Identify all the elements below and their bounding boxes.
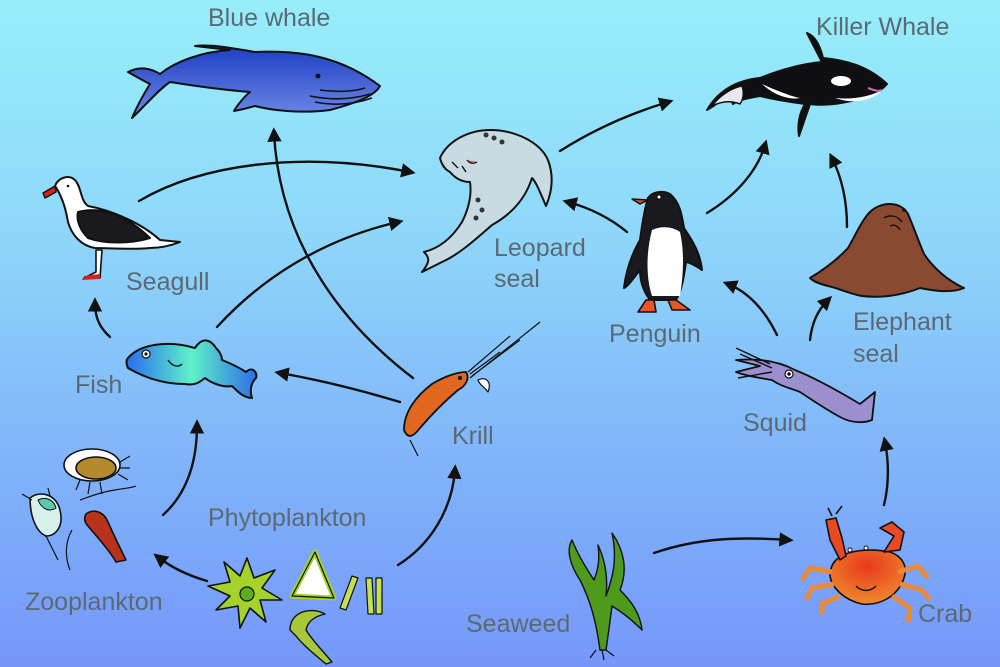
killer-whale-icon [706, 32, 888, 137]
arrow-fish-to-leopard-seal [215, 216, 404, 329]
label-blue-whale: Blue whale [208, 4, 331, 32]
arrow-krill-to-blue-whale [267, 127, 415, 380]
label-crab: Crab [918, 600, 973, 628]
label-squid: Squid [743, 409, 807, 437]
arrow-phytoplankton-to-zooplankton [153, 553, 209, 583]
krill-icon [403, 321, 541, 457]
arrow-penguin-to-killer-whale [705, 139, 770, 215]
label-leopard-seal-line2: seal [494, 265, 540, 293]
seagull-icon [42, 176, 181, 280]
squid-icon [735, 347, 876, 424]
label-leopard-seal-line1: Leopard [494, 234, 586, 262]
label-seagull: Seagull [126, 268, 210, 296]
label-penguin: Penguin [609, 320, 701, 348]
penguin-icon [623, 190, 703, 313]
label-elephant-seal-line1: Elephant [853, 308, 952, 336]
food-web-arrows [87, 97, 894, 583]
arrow-zooplankton-to-fish [161, 419, 205, 517]
arrow-elephant-seal-to-killer-whale [829, 152, 849, 229]
label-fish: Fish [75, 371, 123, 399]
seaweed-icon [568, 532, 643, 661]
arrow-squid-to-elephant-seal [808, 295, 833, 342]
arrow-crab-to-squid [879, 436, 894, 507]
elephant-seal-icon [809, 203, 965, 298]
arrow-leopard-seal-to-killer-whale [558, 97, 674, 153]
fish-icon [125, 339, 258, 399]
blue-whale-icon [127, 44, 381, 119]
arrow-fish-to-seagull [87, 297, 112, 339]
arrow-phytoplankton-to-krill [396, 464, 462, 567]
label-killer-whale: Killer Whale [816, 13, 950, 41]
arrow-seaweed-to-crab [652, 532, 794, 555]
crab-icon [799, 505, 932, 623]
arrow-squid-to-penguin [722, 280, 779, 337]
label-elephant-seal-line2: seal [853, 340, 899, 368]
arrow-penguin-to-leopard-seal [562, 197, 629, 234]
phytoplankton-icon [207, 549, 383, 665]
label-zooplankton: Zooplankton [25, 588, 163, 616]
arrow-krill-to-fish [274, 367, 402, 404]
label-phytoplankton: Phytoplankton [208, 504, 367, 532]
zooplankton-icon [21, 448, 137, 571]
leopard-seal-icon [421, 129, 553, 273]
label-krill: Krill [452, 422, 494, 450]
label-seaweed: Seaweed [466, 610, 571, 638]
arrow-seagull-to-leopard-seal [137, 160, 416, 203]
